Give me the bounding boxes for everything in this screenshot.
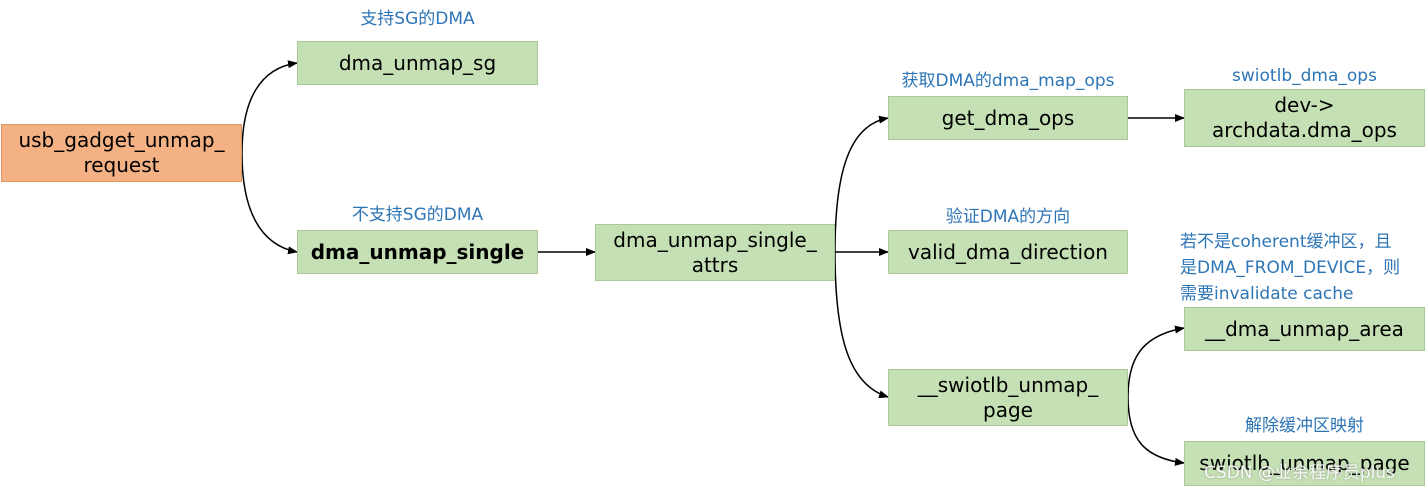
note-swiotlb-dma-ops: swiotlb_dma_ops xyxy=(1232,66,1377,86)
node-dma-unmap-single-attrs: dma_unmap_single_ attrs xyxy=(595,224,835,281)
note-sg-dma: 支持SG的DMA xyxy=(360,9,475,29)
edge-swiotlb-to-unmap-area xyxy=(1127,325,1185,398)
node-dma-unmap-single: dma_unmap_single xyxy=(297,230,538,274)
note-release-mapping: 解除缓冲区映射 xyxy=(1245,416,1364,436)
edge-attrs-to-get-ops xyxy=(834,115,889,253)
node-dma-unmap-sg: dma_unmap_sg xyxy=(297,41,538,85)
note-coherent-invalidate: 若不是coherent缓冲区，且 是DMA_FROM_DEVICE，则 需要in… xyxy=(1180,232,1401,304)
note-get-dma-map-ops: 获取DMA的dma_map_ops xyxy=(901,71,1115,91)
node-usb-gadget-unmap-request: usb_gadget_unmap_ request xyxy=(1,124,242,182)
note-no-sg-dma: 不支持SG的DMA xyxy=(351,205,484,225)
node-swiotlb-unmap-page: __swiotlb_unmap_ page xyxy=(888,369,1128,426)
node-archdata-dma-ops: dev-> archdata.dma_ops xyxy=(1184,89,1425,147)
node-valid-dma-direction: valid_dma_direction xyxy=(888,230,1128,274)
node-swiotlb-unmap-page-leaf: swiotlb_unmap_page xyxy=(1184,441,1425,486)
edge-attrs-to-swiotlb-unmap xyxy=(834,251,889,399)
edge-root-to-unmap-single xyxy=(241,152,298,255)
watermark: CSDN @业余程序员plus xyxy=(1204,463,1396,483)
note-validate-direction: 验证DMA的方向 xyxy=(945,207,1071,227)
edge-swiotlb-to-unmap-page xyxy=(1127,396,1185,466)
node-get-dma-ops: get_dma_ops xyxy=(888,96,1128,140)
node-dma-unmap-area: __dma_unmap_area xyxy=(1184,307,1425,351)
edge-root-to-unmap-sg xyxy=(241,60,298,154)
